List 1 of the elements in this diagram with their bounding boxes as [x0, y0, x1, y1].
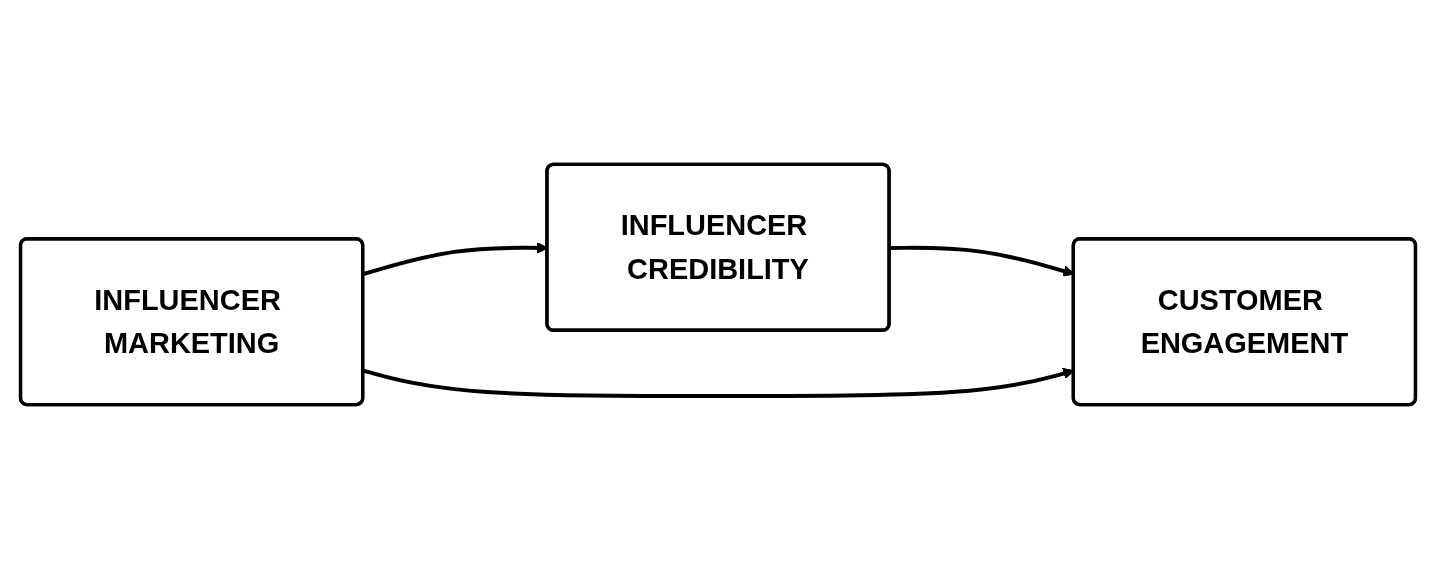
flowchart: INFLUENCER CREDIBILITY INFLUENCER MARKETING CUSTOMER ENGAGEMENT [10, 10, 1426, 559]
